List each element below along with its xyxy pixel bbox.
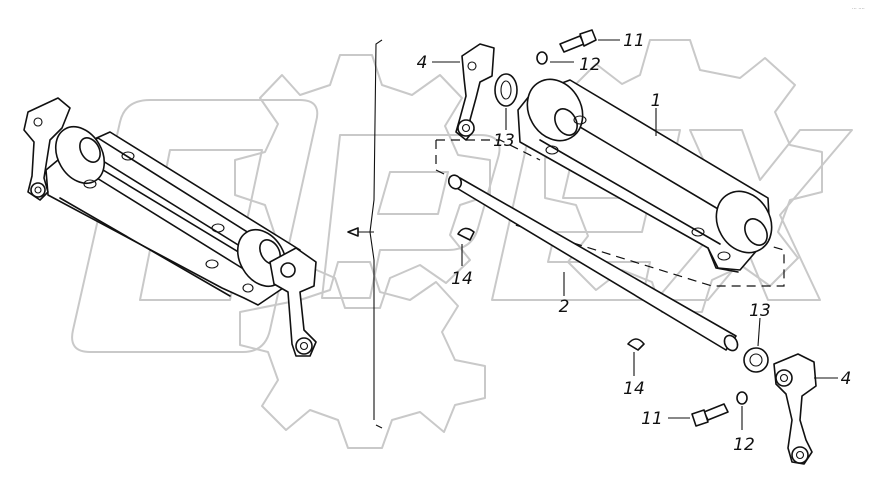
assembly-arrowhead bbox=[347, 227, 359, 237]
separator-line bbox=[369, 39, 383, 420]
assembled-arm-right-eye bbox=[295, 337, 313, 355]
assembled-rocker-unit bbox=[23, 97, 317, 357]
leader-13b bbox=[757, 317, 761, 347]
assembled-housing bbox=[45, 131, 301, 306]
assembled-hole-4 bbox=[205, 259, 219, 269]
callout-11-lower: 11 bbox=[641, 409, 663, 429]
callout-12-upper: 12 bbox=[579, 55, 601, 75]
callout-14-upper: 14 bbox=[451, 269, 473, 289]
rocker-arm-upper-eye-hole bbox=[461, 123, 471, 133]
shaft-end-rear bbox=[447, 174, 463, 190]
part-4-rocker-arm-lower bbox=[773, 353, 817, 465]
assembled-arm-right-eye-hole bbox=[299, 341, 309, 351]
callout-12-lower: 12 bbox=[733, 435, 755, 455]
bolt-11-upper bbox=[559, 29, 597, 53]
bolt-11-lower bbox=[691, 403, 729, 427]
callout-11-upper: 11 bbox=[623, 31, 645, 51]
washer-13-lower bbox=[743, 347, 769, 373]
shaft-end-front bbox=[723, 334, 739, 352]
rocker-arm-lower-eye bbox=[791, 446, 809, 464]
callouts: 1 2 4 4 11 11 12 12 13 13 14 14 bbox=[417, 31, 852, 455]
assembled-hole-2 bbox=[83, 179, 97, 189]
housing-bore-rear bbox=[554, 108, 578, 136]
callout-1: 1 bbox=[651, 91, 662, 111]
assembled-hole-5 bbox=[242, 283, 254, 293]
watermark-gear-bottom bbox=[239, 261, 486, 449]
rocker-arm-upper-pivot bbox=[467, 61, 477, 71]
washer-13-upper bbox=[494, 73, 518, 107]
leader-lines bbox=[432, 39, 838, 430]
part-1-housing bbox=[517, 78, 773, 273]
rocker-arm-lower-pivot bbox=[775, 369, 793, 387]
bolt-11-upper-shank bbox=[559, 35, 585, 53]
assembled-arm-left-pivot bbox=[33, 117, 43, 127]
housing-bore-front bbox=[744, 218, 768, 246]
separator-tick bbox=[375, 424, 383, 429]
housing-hole-3 bbox=[691, 227, 705, 237]
washer-13-upper-hole bbox=[500, 80, 512, 100]
bolt-11-lower-head bbox=[691, 409, 709, 427]
assembled-housing-edge3 bbox=[59, 197, 231, 297]
housing-foot bbox=[707, 247, 739, 273]
part-4-rocker-arm-upper bbox=[455, 43, 495, 141]
assembled-arm-left-eye-hole bbox=[34, 186, 42, 194]
assembled-hole-1 bbox=[121, 151, 135, 161]
rocker-arm-upper-eye bbox=[457, 119, 475, 137]
assembled-rocker-arm-left bbox=[23, 97, 71, 201]
corner-mark: ··· ···· bbox=[852, 6, 865, 12]
housing-hole-2 bbox=[545, 145, 559, 155]
bolt-11-upper-head bbox=[579, 29, 597, 47]
callout-2: 2 bbox=[559, 297, 570, 317]
housing-edge-mid bbox=[539, 139, 721, 245]
assembled-boss-left-bore bbox=[79, 137, 101, 163]
assembly-bracket bbox=[435, 140, 785, 287]
washer-13-lower-hole bbox=[749, 353, 763, 367]
assembled-arm-left-eye bbox=[30, 182, 46, 198]
callout-13-lower: 13 bbox=[749, 301, 771, 321]
lock-washer-12-lower bbox=[736, 391, 748, 405]
key-14-upper bbox=[457, 227, 475, 241]
watermark-gear-outline bbox=[234, 54, 491, 309]
rocker-arm-lower-eye-hole bbox=[795, 450, 805, 460]
assembled-hole-3 bbox=[211, 223, 225, 233]
housing-hole-1 bbox=[573, 115, 587, 125]
callout-14-lower: 14 bbox=[623, 379, 645, 399]
assembled-arm-right-pivot bbox=[280, 262, 296, 278]
bolt-11-lower-shank bbox=[703, 403, 729, 421]
assembly-bracket-top bbox=[436, 139, 541, 161]
part-2-shaft bbox=[447, 174, 739, 352]
lock-washer-12-upper bbox=[536, 51, 548, 65]
rocker-arm-lower-pivot-hole bbox=[779, 373, 789, 383]
housing-hole-4 bbox=[717, 251, 731, 261]
assembled-rocker-arm-right bbox=[269, 247, 317, 357]
key-14-lower bbox=[627, 338, 645, 351]
callout-13-upper: 13 bbox=[493, 131, 515, 151]
assembled-housing-edge2 bbox=[91, 174, 251, 274]
callout-4-lower: 4 bbox=[841, 369, 852, 389]
watermark-letter-p bbox=[321, 134, 501, 299]
callout-4-upper: 4 bbox=[417, 53, 428, 73]
